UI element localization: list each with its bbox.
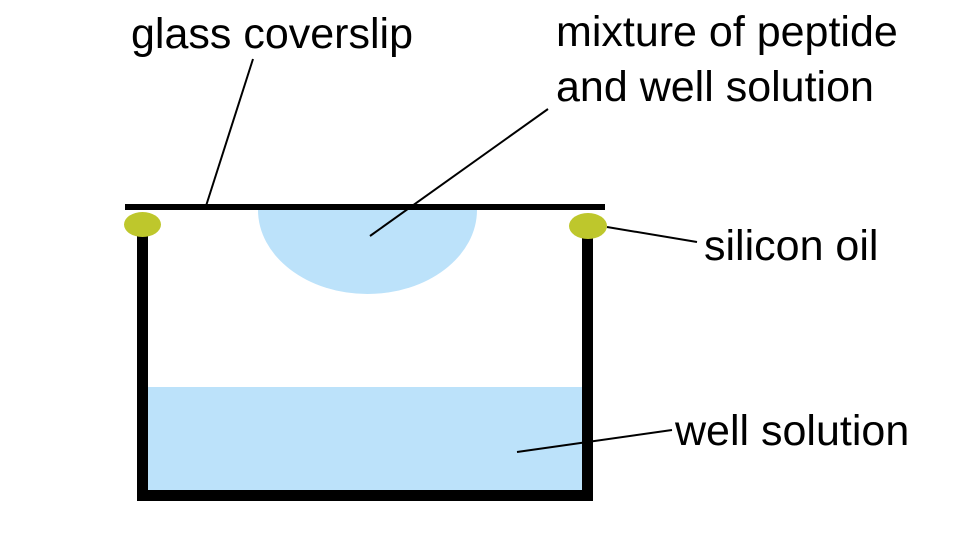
well-left-wall xyxy=(137,230,148,501)
label-silicon-oil: silicon oil xyxy=(704,222,879,270)
glass-coverslip-leader-line xyxy=(205,58,254,207)
peptide-mixture-drop-shape xyxy=(258,210,477,294)
well-bottom-wall xyxy=(137,490,593,501)
silicon-oil-leader-line xyxy=(606,226,698,243)
glass-coverslip-shape xyxy=(125,204,605,210)
label-glass-coverslip: glass coverslip xyxy=(131,10,413,58)
well-right-wall xyxy=(582,230,593,501)
silicon-oil-dot-left xyxy=(124,212,161,237)
silicon-oil-dot-right xyxy=(569,213,607,239)
label-well-solution: well solution xyxy=(675,407,910,455)
label-peptide-mixture: mixture of peptide and well solution xyxy=(556,8,898,111)
well-solution-shape xyxy=(148,387,582,490)
